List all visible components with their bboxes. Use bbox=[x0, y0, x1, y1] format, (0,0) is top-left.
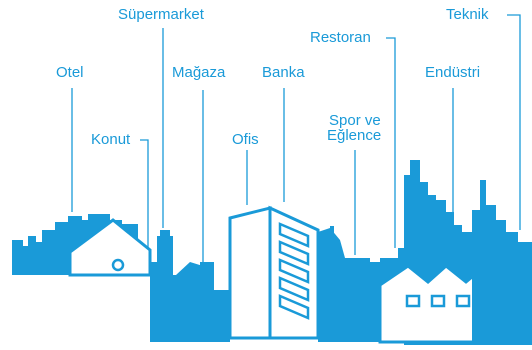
leader-lines bbox=[71, 14, 521, 262]
label-endustri: Endüstri bbox=[425, 64, 481, 81]
leader-teknik bbox=[507, 14, 521, 230]
label-magaza: Mağaza bbox=[172, 64, 226, 81]
spor-buildings bbox=[318, 226, 380, 342]
label-ofis: Ofis bbox=[232, 131, 259, 148]
banka-building bbox=[268, 205, 320, 340]
label-restoran: Restoran bbox=[310, 29, 371, 46]
teknik-towers bbox=[472, 180, 532, 345]
label-spor-ve: Spor ve bbox=[329, 112, 381, 129]
label-supermarket: Süpermarket bbox=[118, 6, 204, 23]
label-eglence: Eğlence bbox=[327, 127, 382, 144]
ground-left bbox=[150, 290, 230, 342]
label-konut: Konut bbox=[91, 131, 131, 148]
konut-house bbox=[68, 218, 152, 277]
leader-restoran bbox=[386, 37, 396, 248]
ofis-building bbox=[228, 206, 272, 340]
label-otel: Otel bbox=[56, 64, 84, 81]
label-teknik: Teknik bbox=[446, 6, 489, 23]
leader-konut bbox=[140, 139, 149, 250]
label-banka: Banka bbox=[262, 64, 305, 81]
